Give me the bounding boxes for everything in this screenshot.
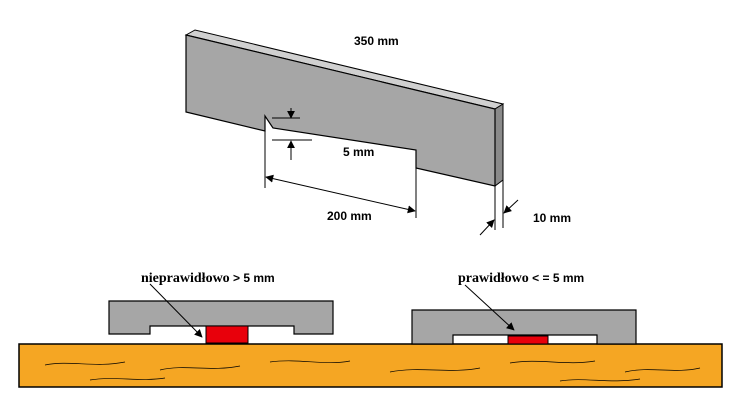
notch-length-label: 200 mm xyxy=(327,209,372,223)
correct-red-insert xyxy=(507,335,549,345)
incorrect-example: nieprawidłowo > 5 mm xyxy=(108,271,334,344)
correct-gauge xyxy=(411,309,637,345)
correct-caption: prawidłowo < = 5 mm xyxy=(458,271,584,286)
dimension-lines xyxy=(264,108,519,236)
length-label: 350 mm xyxy=(354,34,399,48)
incorrect-red-insert xyxy=(205,325,249,344)
depth-label: 5 mm xyxy=(343,145,374,159)
incorrect-word: nieprawidłowo xyxy=(141,271,230,286)
correct-word: prawidłowo xyxy=(458,271,529,286)
thickness-label: 10 mm xyxy=(533,211,571,225)
wood-board xyxy=(18,343,723,388)
gauge-front-face xyxy=(185,34,496,187)
incorrect-condition: > 5 mm xyxy=(230,271,275,285)
correct-condition: < = 5 mm xyxy=(529,271,584,285)
wood-grain xyxy=(44,360,701,382)
correct-example: prawidłowo < = 5 mm xyxy=(411,271,637,345)
incorrect-gauge xyxy=(108,300,334,335)
incorrect-caption: nieprawidłowo > 5 mm xyxy=(141,271,275,286)
gauge-block xyxy=(184,29,505,187)
gauge-side-face xyxy=(494,103,504,187)
